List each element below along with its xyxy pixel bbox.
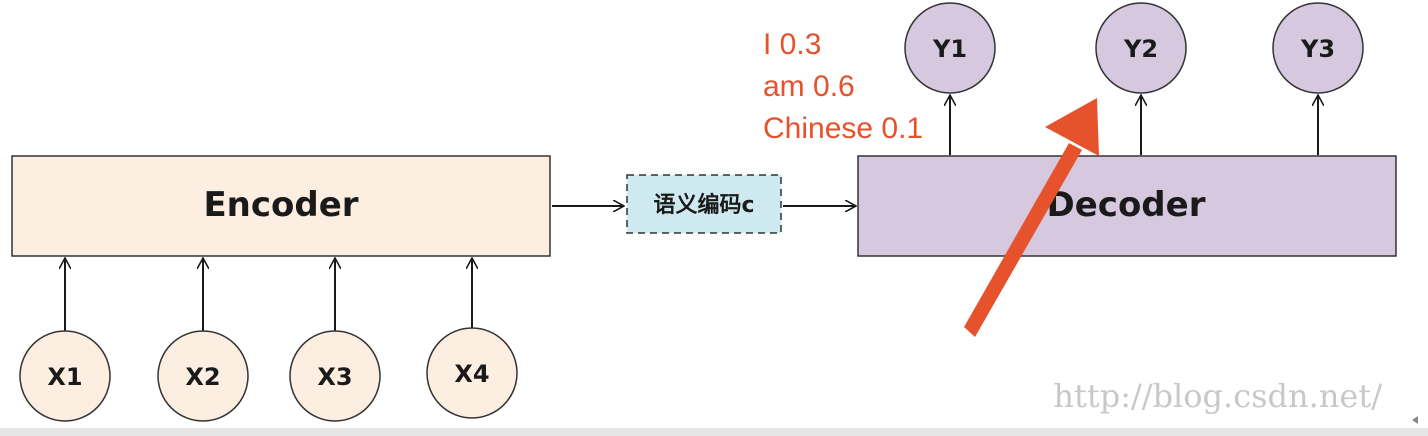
- probability-line-1: I 0.3: [763, 28, 821, 61]
- input-node-x1: [19, 330, 111, 422]
- input-node-x2: [157, 330, 249, 422]
- output-node-y2: [1095, 2, 1187, 94]
- context-label: 语义编码c: [653, 192, 754, 218]
- output-label-y3: Y3: [1300, 35, 1335, 63]
- input-label-x4: X4: [454, 360, 489, 388]
- encoder-label: Encoder: [203, 185, 358, 225]
- watermark: http://blog.csdn.net/: [1053, 377, 1382, 415]
- probability-line-2: am 0.6: [763, 70, 855, 103]
- input-label-x3: X3: [317, 363, 352, 391]
- input-node-x4: [426, 327, 518, 419]
- output-label-y2: Y2: [1123, 35, 1158, 63]
- bottom-bar: [0, 428, 1428, 436]
- output-label-y1: Y1: [932, 35, 967, 63]
- scroll-indicator-icon: [1412, 416, 1418, 424]
- input-node-x3: [289, 330, 381, 422]
- encoder-box: [11, 155, 551, 257]
- input-label-x1: X1: [47, 363, 82, 391]
- output-node-y3: [1272, 2, 1364, 94]
- decoder-box: [857, 155, 1397, 257]
- decoder-label: Decoder: [1047, 185, 1206, 225]
- context-box: [626, 174, 782, 234]
- input-label-x2: X2: [185, 363, 220, 391]
- output-node-y1: [904, 2, 996, 94]
- annotation-arrow: [964, 98, 1099, 337]
- probability-line-3: Chinese 0.1: [763, 112, 923, 145]
